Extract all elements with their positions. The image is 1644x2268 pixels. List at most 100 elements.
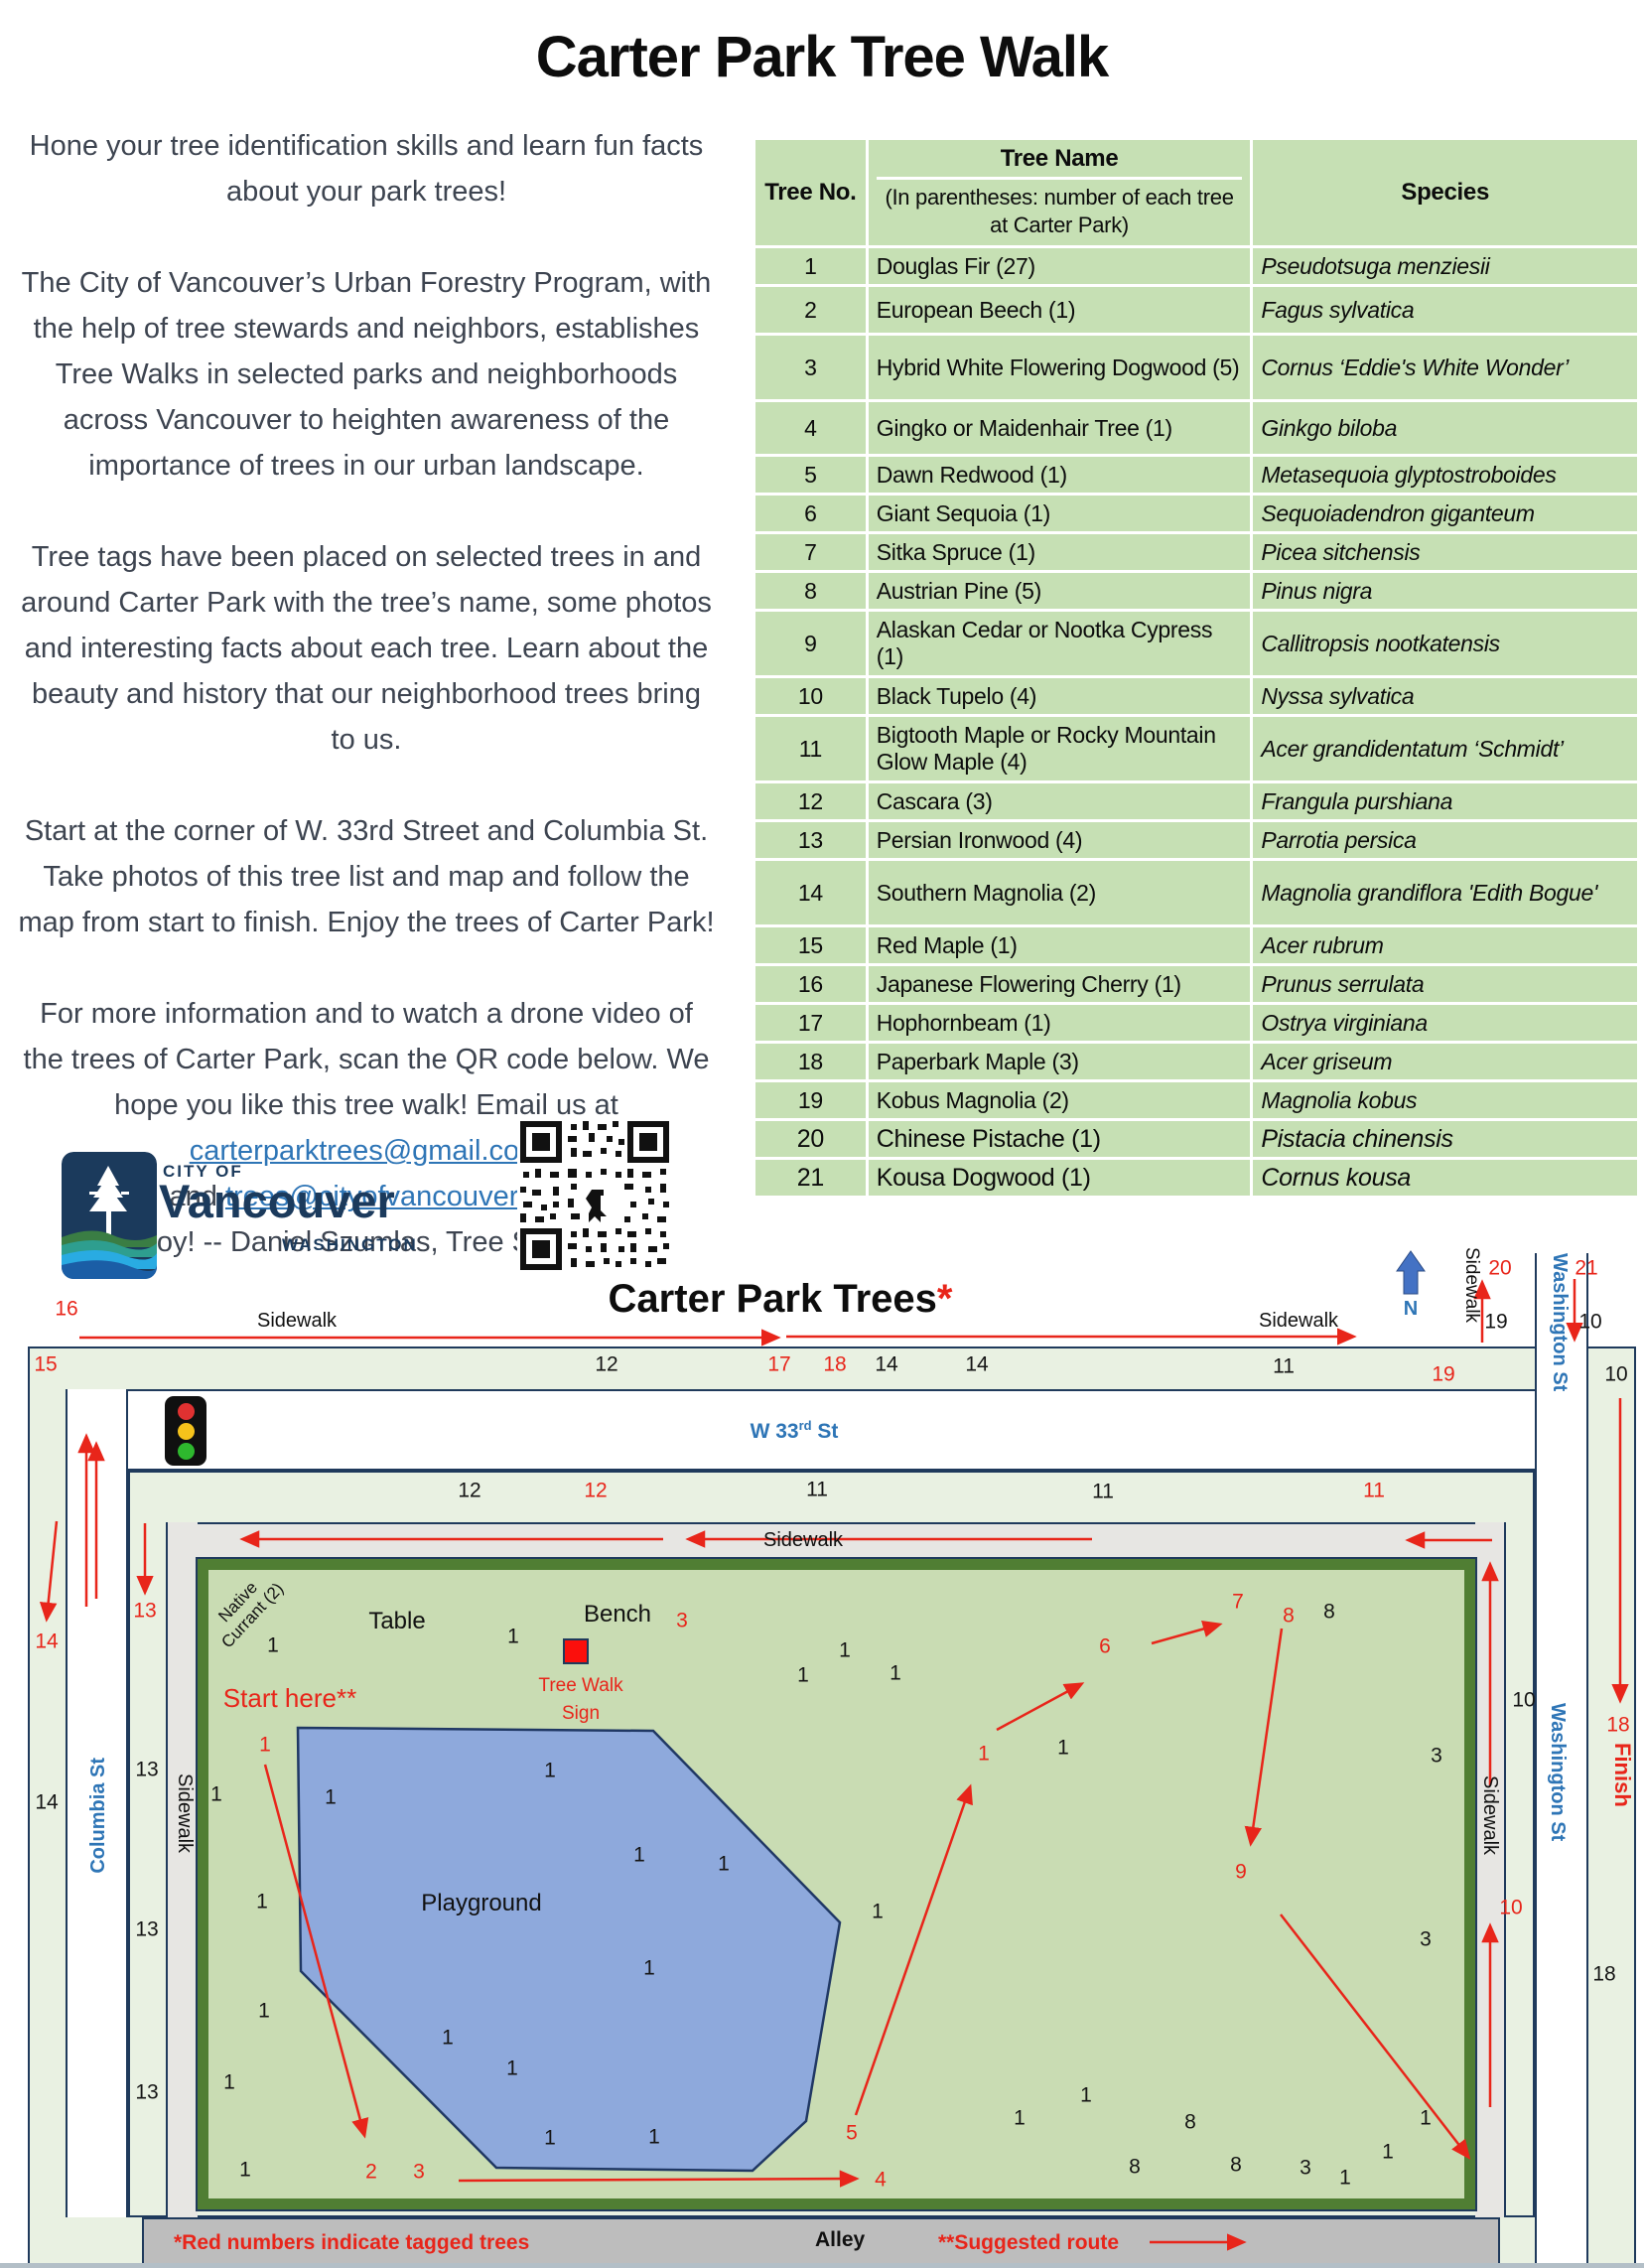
tree-number-marker: 1: [1080, 2083, 1092, 2107]
tree-number-marker: 13: [135, 1917, 159, 1941]
traffic-light-red: [177, 1402, 195, 1420]
tree-walk-sign-marker: [563, 1638, 589, 1664]
tree-number-marker: 1: [239, 2158, 251, 2182]
tree-number-marker: 1: [1339, 2166, 1351, 2190]
table-cell-no: 15: [755, 927, 866, 963]
sidewalk-label-gray-band: Sidewalk: [762, 1529, 844, 1551]
tree-number-marker: 21: [1575, 1256, 1598, 1280]
table-cell-species: Fagus sylvatica: [1253, 287, 1637, 333]
tree-number-marker: 1: [1382, 2140, 1394, 2164]
tree-walk-sign-label-2: Sign: [561, 1703, 601, 1724]
table-cell-species: Picea sitchensis: [1253, 534, 1637, 570]
table-cell-no: 21: [755, 1160, 866, 1196]
washington-st-label-top: Washington St: [1549, 1253, 1571, 1392]
table-cell-name: Giant Sequoia (1): [868, 496, 1251, 531]
tree-number-marker: 19: [1432, 1362, 1455, 1386]
tree-number-marker: 4: [875, 2168, 887, 2192]
table-cell-species: Ginkgo biloba: [1253, 402, 1637, 454]
table-cell-name: Hophornbeam (1): [868, 1005, 1251, 1041]
tree-number-marker: 1: [872, 1900, 884, 1923]
table-cell-species: Magnolia kobus: [1253, 1082, 1637, 1118]
tree-number-marker: 1: [507, 1625, 519, 1648]
table-cell-no: 18: [755, 1044, 866, 1079]
email-link-gmail[interactable]: carterparktrees@gmail.com: [189, 1135, 544, 1167]
table-cell-no: 1: [755, 248, 866, 284]
table-cell-species: Metasequoia glyptostroboides: [1253, 457, 1637, 493]
tree-number-marker: 17: [767, 1352, 791, 1376]
tree-number-marker: 11: [1363, 1479, 1385, 1502]
tree-number-marker: 1: [259, 1733, 271, 1757]
table-cell-species: Prunus serrulata: [1253, 966, 1637, 1002]
w-33rd-street: [66, 1389, 1535, 1471]
table-cell-species: Acer griseum: [1253, 1044, 1637, 1079]
washington-street: [1535, 1253, 1588, 2268]
page-title: Carter Park Tree Walk: [535, 25, 1110, 89]
table-cell-no: 2: [755, 287, 866, 333]
table-cell-no: 4: [755, 402, 866, 454]
tree-number-marker: 3: [1431, 1744, 1442, 1768]
tree-number-marker: 18: [1606, 1713, 1630, 1737]
tree-table: Tree No. Tree Name (In parentheses: numb…: [753, 137, 1640, 1199]
legend-route-note: **Suggested route: [938, 2231, 1120, 2254]
vancouver-logo: CITY OF Vancouver WASHINGTON: [62, 1152, 459, 1287]
pine-tree-icon: [89, 1166, 129, 1237]
sidewalk-strip-left: [166, 1522, 198, 2217]
page-bottom-edge: [0, 2263, 1644, 2268]
tree-number-marker: 8: [1129, 2155, 1141, 2179]
tree-number-marker: 1: [506, 2056, 518, 2080]
traffic-light-green: [177, 1442, 195, 1460]
table-cell-name: Southern Magnolia (2): [868, 861, 1251, 924]
table-cell-species: Nyssa sylvatica: [1253, 678, 1637, 714]
table-cell-no: 7: [755, 534, 866, 570]
table-cell-species: Magnolia grandiflora 'Edith Bogue': [1253, 861, 1637, 924]
table-cell-species: Parrotia persica: [1253, 822, 1637, 858]
compass-n-label: N: [1403, 1298, 1419, 1320]
tree-number-marker: 10: [1499, 1896, 1523, 1919]
finish-label: Finish: [1610, 1743, 1635, 1807]
map-title: Carter Park Trees*: [609, 1277, 953, 1322]
table-cell-species: Cornus kousa: [1253, 1160, 1637, 1196]
logo-washington: WASHINGTON: [282, 1235, 418, 1254]
table-cell-name: Gingko or Maidenhair Tree (1): [868, 402, 1251, 454]
tree-number-marker: 1: [718, 1852, 730, 1876]
tree-number-marker: 1: [648, 2125, 660, 2149]
tree-no-header: Tree No.: [755, 140, 866, 245]
tree-number-marker: 13: [135, 2080, 159, 2104]
start-here-label: Start here**: [222, 1683, 357, 1713]
tree-number-marker: 10: [1604, 1362, 1628, 1386]
table-cell-name: Hybrid White Flowering Dogwood (5): [868, 336, 1251, 399]
tree-number-marker: 12: [595, 1352, 618, 1376]
tree-number-marker: 1: [1057, 1736, 1069, 1760]
tree-number-marker: 1: [890, 1661, 901, 1685]
intro-column: Hone your tree identification skills and…: [16, 123, 717, 1265]
table-cell-species: Acer grandidentatum ‘Schmidt’: [1253, 717, 1637, 780]
tree-number-marker: 5: [846, 2121, 858, 2145]
table-cell-name: Cascara (3): [868, 783, 1251, 819]
species-header: Species: [1253, 140, 1637, 245]
table-cell-species: Acer rubrum: [1253, 927, 1637, 963]
table-cell-no: 17: [755, 1005, 866, 1041]
tree-number-marker: 7: [1232, 1590, 1244, 1614]
tree-number-marker: 1: [325, 1785, 337, 1809]
table-cell-name: Black Tupelo (4): [868, 678, 1251, 714]
traffic-light-yellow: [177, 1422, 195, 1440]
table-cell-no: 16: [755, 966, 866, 1002]
tree-number-marker: 3: [413, 2160, 425, 2184]
email-link-city[interactable]: trees@cityofvancouver.us: [224, 1181, 556, 1212]
tree-number-marker: 6: [1099, 1634, 1111, 1658]
tree-number-marker: 8: [1283, 1604, 1295, 1628]
bench-label: Bench: [583, 1601, 652, 1628]
tree-number-marker: 1: [544, 1759, 556, 1782]
tree-name-header-note: (In parentheses: number of each tree at …: [876, 177, 1243, 242]
